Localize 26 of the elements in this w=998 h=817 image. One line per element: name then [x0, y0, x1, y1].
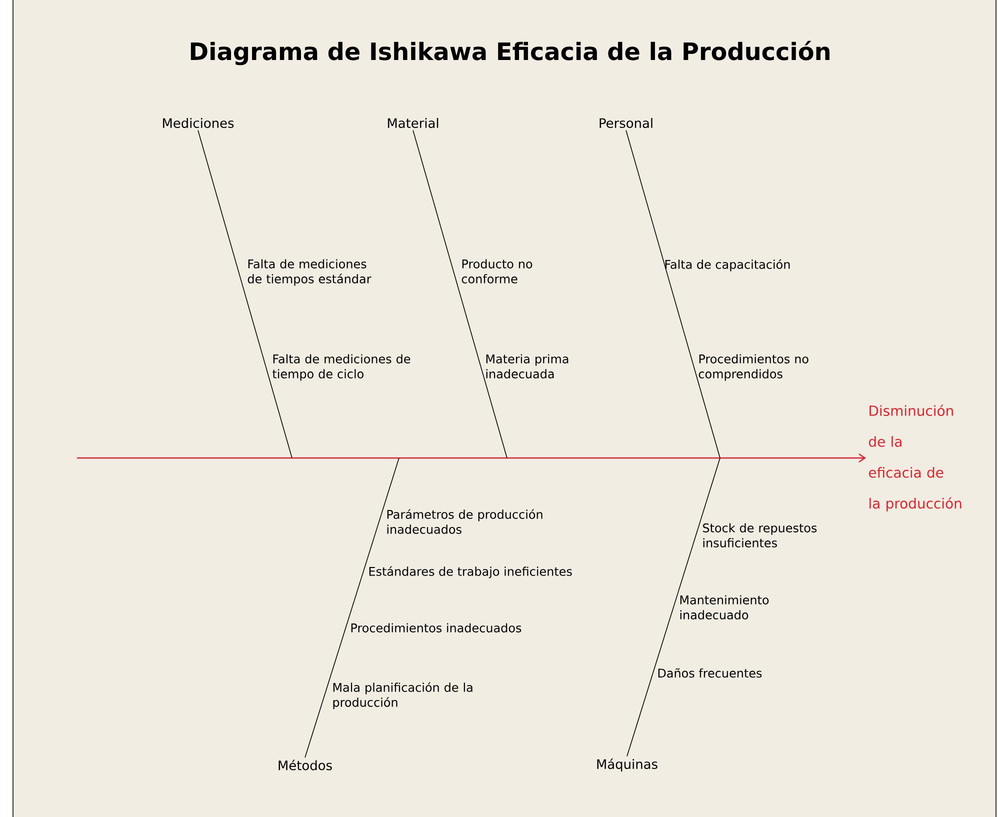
cause-label: Daños frecuentes: [658, 668, 762, 678]
category-label: Máquinas: [597, 758, 658, 772]
category-label: Métodos: [278, 760, 332, 770]
cause-label: Mantenimiento inadecuado: [680, 595, 769, 620]
effect-label: Disminución de la eficacia de la producción: [868, 404, 962, 512]
title: Diagrama de Ishikawa Eficacia de la Producción: [190, 40, 830, 66]
bone-line: [304, 458, 400, 758]
spine-arrow: [77, 454, 866, 462]
cause-label: Procedimientos no comprendidos: [698, 354, 808, 381]
cause-label: Mala planificación de la producción: [333, 682, 472, 710]
cause-label: Parámetros de producción inadecuados: [387, 509, 542, 534]
bone-line: [198, 130, 292, 458]
cause-label: Estándares de trabajo ineficientes: [369, 566, 572, 578]
cause-label: Falta de mediciones de tiempos estándar: [248, 259, 372, 286]
category-label: Material: [388, 118, 438, 128]
cause-label: Falta de capacitación: [665, 259, 790, 272]
category-label: Mediciones: [163, 118, 234, 128]
bone-line: [626, 458, 720, 757]
category-label: Personal: [600, 118, 652, 128]
cause-label: Stock de repuestos insuficientes: [702, 523, 817, 548]
cause-label: Procedimientos inadecuados: [351, 623, 522, 632]
bone-line: [626, 130, 720, 458]
cause-label: Materia prima inadecuada: [486, 354, 568, 378]
bone-line: [412, 130, 508, 458]
cause-label: Falta de mediciones de tiempo de ciclo: [272, 354, 410, 381]
cause-label: Producto no conforme: [462, 259, 532, 284]
